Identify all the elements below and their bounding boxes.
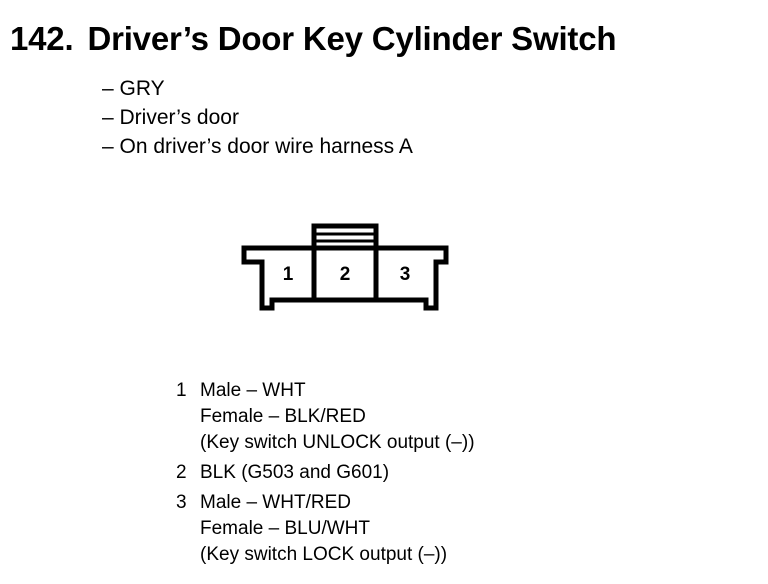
pin-entry-2: 2 BLK (G503 and G601) [176, 460, 475, 486]
pin-function: (Key switch LOCK output (–)) [200, 544, 448, 565]
pin-wire: BLK (G503 and G601) [200, 462, 390, 483]
pin-male-wire: Male – WHT/RED [200, 492, 351, 513]
info-color: – GRY [102, 77, 165, 100]
pin-list: 1 Male – WHT Female – BLK/RED (Key switc… [176, 378, 475, 572]
terminal-label-2: 2 [340, 264, 351, 285]
pin-number: 3 [176, 492, 187, 513]
terminal-label-3: 3 [400, 264, 411, 285]
diagram-title: 142. Driver’s Door Key Cylinder Switch [10, 20, 617, 58]
pin-number: 1 [176, 380, 187, 401]
pin-female-wire: Female – BLK/RED [200, 406, 366, 427]
pin-entry-3: 3 Male – WHT/RED Female – BLU/WHT (Key s… [176, 490, 475, 568]
pin-female-wire: Female – BLU/WHT [200, 518, 370, 539]
connector-info: – GRY – Driver’s door – On driver’s door… [102, 74, 413, 161]
pin-number: 2 [176, 462, 187, 483]
connector-lock-tab [311, 223, 379, 248]
pin-entry-1: 1 Male – WHT Female – BLK/RED (Key switc… [176, 378, 475, 456]
terminal-label-1: 1 [283, 264, 294, 285]
connector-housing [241, 245, 449, 311]
info-location: – Driver’s door [102, 106, 239, 129]
pin-male-wire: Male – WHT [200, 380, 306, 401]
pin-function: (Key switch UNLOCK output (–)) [200, 432, 475, 453]
title-number: 142. [10, 20, 74, 57]
info-harness: – On driver’s door wire harness A [102, 135, 413, 158]
title-text: Driver’s Door Key Cylinder Switch [87, 20, 617, 57]
